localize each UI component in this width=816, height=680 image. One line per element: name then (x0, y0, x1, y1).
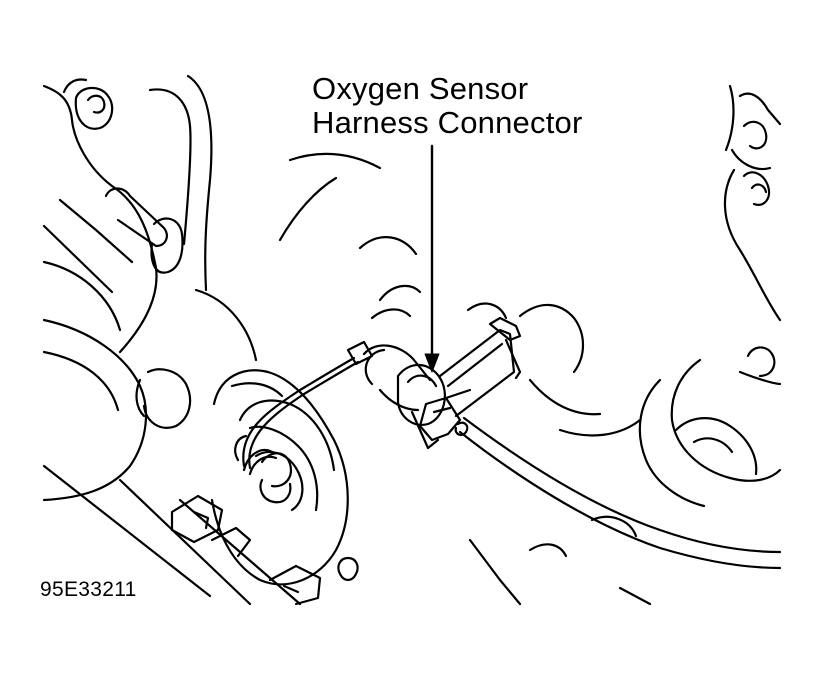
oxygen-sensor-harness-connector-callout: Oxygen Sensor Harness Connector (312, 72, 582, 140)
bolt-upper-left (64, 80, 112, 129)
bracket-left (106, 189, 182, 273)
oxygen-sensor (235, 436, 291, 486)
exhaust-manifold (212, 370, 348, 584)
engine-block-right (640, 86, 780, 506)
engine-block-left (44, 76, 211, 500)
manifold-left (137, 290, 256, 428)
callout-line-1: Oxygen Sensor (312, 71, 529, 106)
figure-id-label: 95E33211 (40, 578, 137, 601)
wiring-harness (460, 418, 780, 568)
engine-contours-center (280, 154, 650, 604)
connector-bracket (440, 304, 520, 416)
callout-leader-arrow (425, 146, 439, 372)
harness-connector (364, 345, 470, 448)
callout-line-2: Harness Connector (312, 105, 583, 140)
lower-left-plate (44, 466, 320, 604)
